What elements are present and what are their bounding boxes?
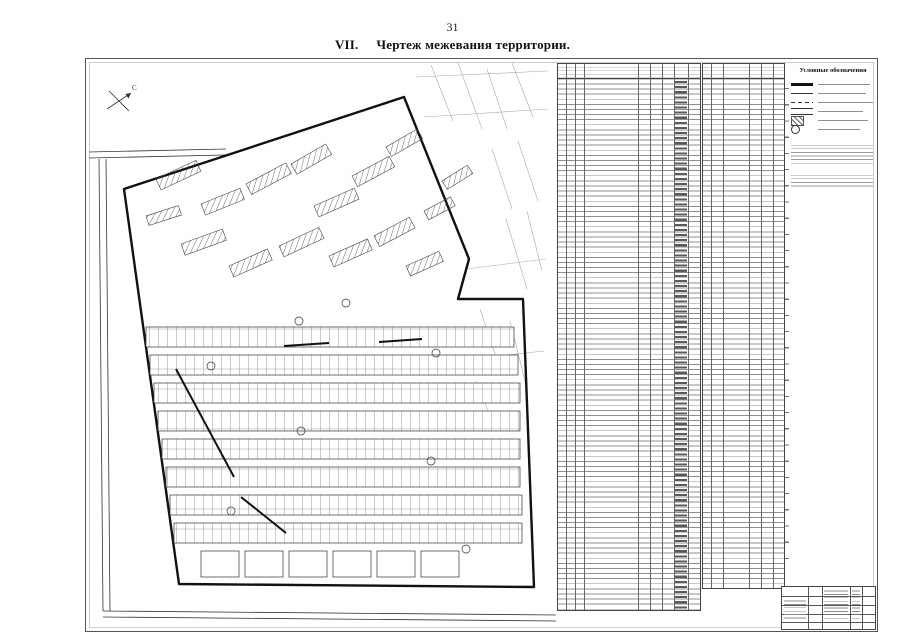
legend-title: Условные обозначения xyxy=(799,67,867,74)
legend-item xyxy=(791,115,875,126)
stamp-column-divider xyxy=(822,587,823,629)
legend-symbol-circle-icon xyxy=(791,125,813,134)
table-column-divider xyxy=(688,64,689,610)
legend-item xyxy=(791,89,875,98)
table-column-divider xyxy=(566,64,567,610)
legend-note-paragraph xyxy=(791,172,873,187)
lot-strips xyxy=(145,326,523,544)
legend-item xyxy=(791,107,875,116)
road-lines xyxy=(88,148,557,622)
legend-label-line xyxy=(818,129,860,130)
stamp-column-divider xyxy=(808,587,809,629)
stamp-column-divider xyxy=(850,587,851,629)
heading-numeral: VII. xyxy=(334,37,359,52)
stamp-text-block xyxy=(824,588,848,621)
territory-boundary xyxy=(122,95,536,589)
title-block xyxy=(781,586,876,630)
quarter-markers xyxy=(206,298,471,554)
table-column-divider xyxy=(773,64,774,588)
legend-label-line xyxy=(818,102,873,103)
legend-symbol-double-line-icon xyxy=(791,108,813,115)
legend-symbol-hatch-icon xyxy=(791,115,813,126)
hatched-parcels xyxy=(145,128,474,278)
parcel-table-main-header xyxy=(558,64,700,79)
table-column-divider xyxy=(749,64,750,588)
table-column-divider xyxy=(711,64,712,588)
bottom-plots xyxy=(200,550,460,578)
drawing-sheet: С xyxy=(85,58,878,632)
table-column-divider xyxy=(674,64,675,610)
legend-item xyxy=(791,80,875,89)
stamp-column-divider xyxy=(862,587,863,629)
legend-note-paragraph xyxy=(791,142,873,164)
parcel-table-main xyxy=(557,63,701,611)
legend-symbol-boundary-thick-icon xyxy=(791,83,813,86)
stamp-text-block xyxy=(784,598,806,620)
legend: Условные обозначения xyxy=(791,67,875,187)
adjacent-cadastre-lines xyxy=(415,62,549,432)
table-column-divider xyxy=(638,64,639,610)
legend-label-line xyxy=(818,93,866,94)
stamp-row-divider xyxy=(782,622,875,623)
table-column-divider xyxy=(650,64,651,610)
axis-lines xyxy=(175,338,423,534)
legend-label-line xyxy=(818,84,870,85)
north-label: С xyxy=(132,84,137,92)
legend-label-line xyxy=(818,111,863,112)
legend-symbol-line-icon xyxy=(791,92,813,95)
heading-title: Чертеж межевания территории. xyxy=(376,37,571,52)
table-bold-column xyxy=(675,78,687,610)
north-arrow-icon: С xyxy=(106,84,137,112)
table-column-divider xyxy=(761,64,762,588)
legend-item xyxy=(791,125,875,134)
page-number: 31 xyxy=(446,20,459,34)
legend-label-line xyxy=(818,120,868,121)
parcel-table-secondary-header xyxy=(703,64,784,79)
table-row-group-ticks xyxy=(785,73,789,573)
table-column-divider xyxy=(575,64,576,610)
site-plan-map: С xyxy=(88,62,557,622)
stamp-text-block xyxy=(852,588,860,621)
section-heading: VII. Чертеж межевания территории. xyxy=(0,37,905,53)
legend-item xyxy=(791,98,875,107)
table-column-divider xyxy=(662,64,663,610)
parcel-table-secondary xyxy=(702,63,785,589)
table-column-divider xyxy=(723,64,724,588)
legend-symbol-dashed-line-icon xyxy=(791,101,813,104)
table-column-divider xyxy=(584,64,585,610)
